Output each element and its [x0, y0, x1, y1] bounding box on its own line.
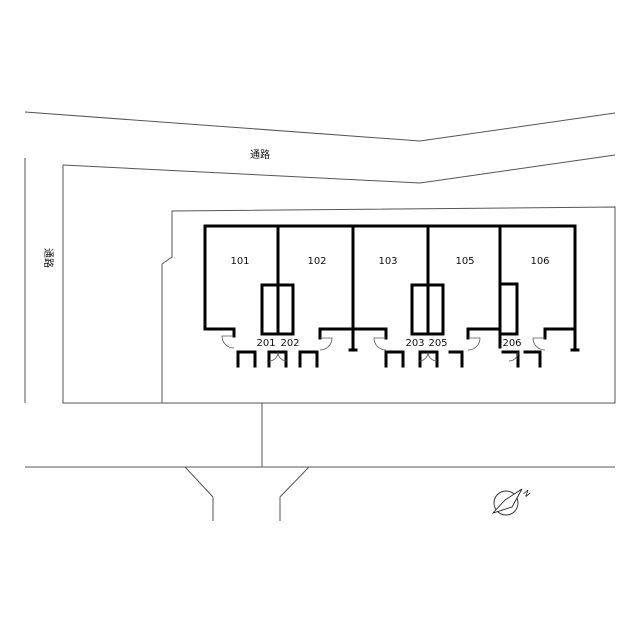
unit-205-label: 205 [428, 338, 447, 349]
left-road-label: 通路 [42, 248, 55, 268]
door-swings [221, 335, 546, 362]
unit-105-label: 105 [455, 256, 474, 267]
top-road-lines [24, 111, 616, 184]
unit-102-label: 102 [307, 256, 326, 267]
unit-202-label: 202 [280, 338, 299, 349]
bottom-road-lines [25, 403, 615, 521]
unit-201-label: 201 [256, 338, 275, 349]
unit-103-label: 103 [378, 256, 397, 267]
unit-206-label: 206 [502, 338, 521, 349]
unit-101-label: 101 [230, 256, 249, 267]
unit-106-label: 106 [530, 256, 549, 267]
unit-203-label: 203 [405, 338, 424, 349]
site-boundary [62, 165, 616, 404]
top-road-label: 通路 [250, 148, 270, 161]
building-walls [203, 224, 580, 368]
compass-north-arrow-icon: N [491, 488, 532, 516]
north-label: N [521, 488, 532, 498]
